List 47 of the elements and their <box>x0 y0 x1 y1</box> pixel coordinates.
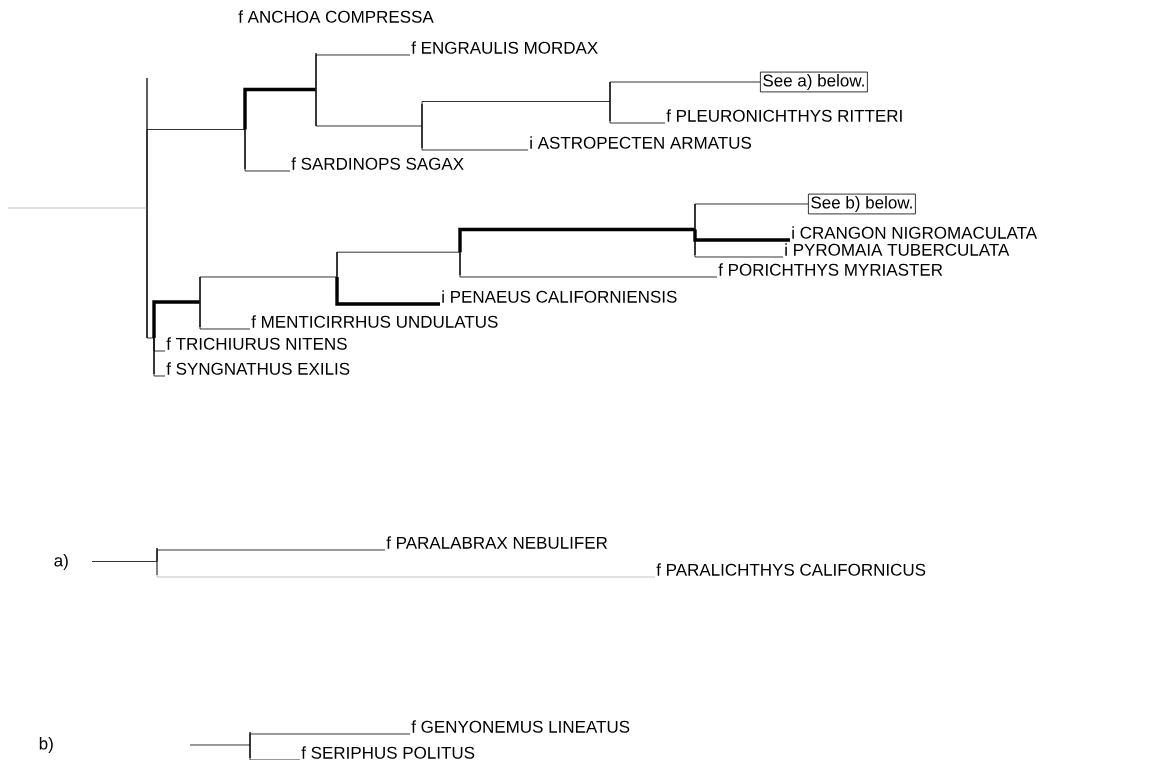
branch-line <box>421 101 610 127</box>
note-box: See a) below. <box>760 71 868 93</box>
taxon-label: f SERIPHUS POLITUS <box>301 746 475 759</box>
branch-line <box>315 89 422 127</box>
branch-line <box>249 744 301 760</box>
branch-line <box>694 203 809 230</box>
branch-line <box>199 301 251 330</box>
branch-line <box>609 81 761 102</box>
branch-line <box>243 87 316 130</box>
taxon-label: i CRANGON NIGROMACULATA <box>792 226 1038 239</box>
taxon-label: f ENGRAULIS MORDAX <box>411 41 598 54</box>
taxon-label: f PLEURONICHTHYS RITTERI <box>666 109 902 122</box>
note-box: See b) below. <box>808 193 916 215</box>
taxon-label: f GENYONEMUS LINEATUS <box>411 720 630 733</box>
branch-line <box>189 744 251 746</box>
branch-line <box>156 561 656 578</box>
branch-line <box>156 549 386 562</box>
branch-line <box>152 300 200 338</box>
branch-line <box>694 229 784 258</box>
taxon-label: f SYNGNATHUS EXILIS <box>166 362 350 375</box>
branch-line <box>146 129 245 209</box>
taxon-label: i PENAEUS CALIFORNIENSIS <box>442 290 677 303</box>
branch-line <box>421 125 529 151</box>
taxon-label: i ASTROPECTEN ARMATUS <box>530 136 751 149</box>
taxon-label: f PORICHTHYS MYRIASTER <box>718 263 943 276</box>
taxon-label: f PARALABRAX NEBULIFER <box>386 536 608 549</box>
branch-line <box>693 229 790 242</box>
branch-line <box>335 277 440 306</box>
branch-line <box>458 227 695 253</box>
branch-line <box>459 251 718 278</box>
branch-line <box>146 207 154 339</box>
taxon-label: f SARDINOPS SAGAX <box>291 157 464 170</box>
branch-line <box>91 561 158 562</box>
branch-line <box>244 129 291 172</box>
branch-line <box>199 276 337 303</box>
branch-line <box>249 733 411 746</box>
branch-line <box>609 101 666 124</box>
taxon-label: i PYROMAIA TUBERCULATA <box>785 243 1010 256</box>
branch-line <box>153 337 166 377</box>
panel-label: a) <box>54 554 68 570</box>
taxon-label: f TRICHIURUS NITENS <box>166 337 347 350</box>
branch-line <box>336 251 460 278</box>
taxon-label: f MENTICIRRHUS UNDULATUS <box>251 315 498 328</box>
taxon-label: f ANCHOA COMPRESSA <box>238 10 434 23</box>
panel-label: b) <box>39 737 53 753</box>
taxon-label: f PARALICHTHYS CALIFORNICUS <box>656 563 926 576</box>
branch-line <box>315 54 411 90</box>
